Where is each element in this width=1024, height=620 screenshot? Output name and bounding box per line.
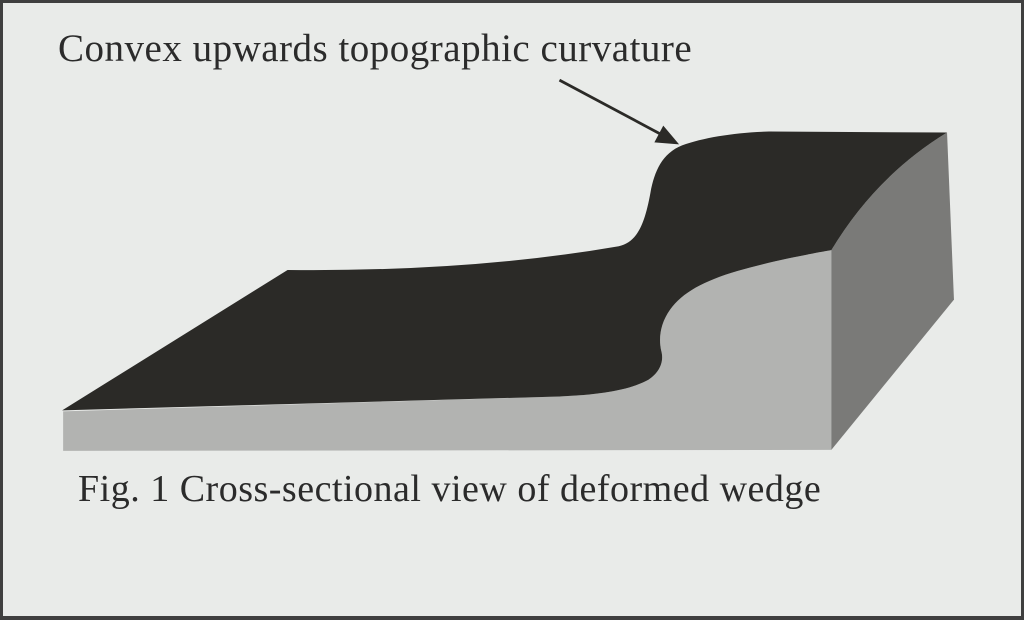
annotation-label: Convex upwards topographic curvature [58, 27, 693, 70]
arrowhead-icon [654, 125, 680, 145]
annotation-arrow [558, 78, 680, 145]
figure-caption: Fig. 1 Cross-sectional view of deformed … [78, 468, 822, 510]
wedge-top-surface [62, 131, 948, 411]
wedge-side-face [831, 132, 954, 450]
wedge-front-face [63, 250, 832, 451]
wedge-diagram [5, 3, 1019, 616]
arrow-line [558, 78, 662, 136]
